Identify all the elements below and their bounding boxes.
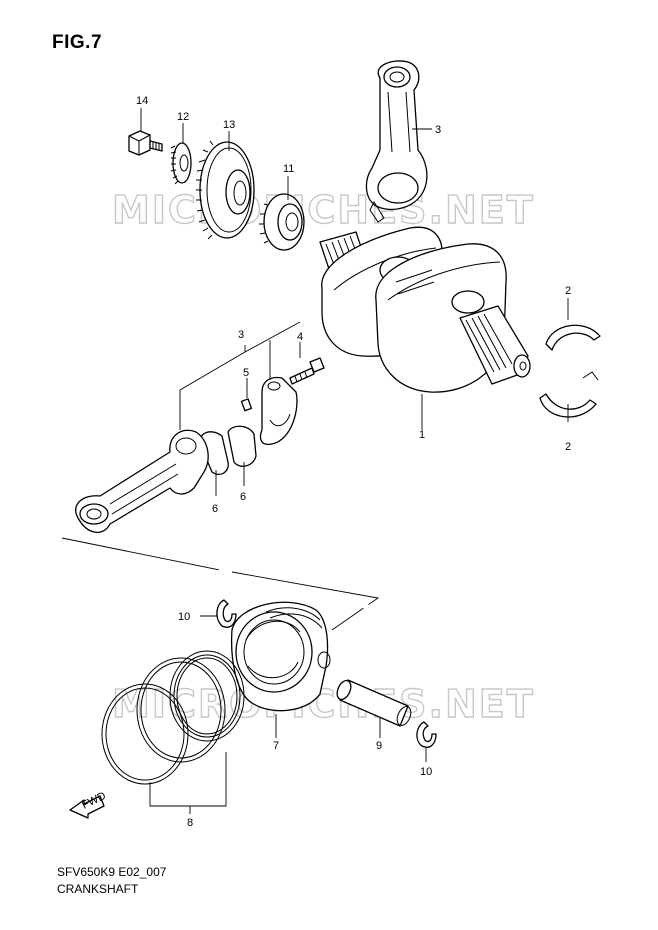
part-13-gear: [196, 140, 255, 240]
part-9-piston-pin: [336, 679, 412, 727]
figure-caption: CRANKSHAFT: [57, 882, 139, 896]
part-12-gear: [170, 142, 192, 185]
fwd-arrow-icon: FWD: [69, 790, 108, 819]
part-14-bolt: [128, 130, 163, 156]
part-6-bearing-right: [227, 425, 257, 467]
part-10-circlip-lower: [416, 721, 437, 748]
callout-9: 9: [376, 740, 382, 752]
part-3-connecting-rod-upper: [365, 60, 428, 223]
callout-8: 8: [187, 817, 193, 829]
part-1-crankshaft: [319, 226, 531, 393]
part-3-connecting-rod-lower: [75, 429, 209, 533]
part-5-pin: [240, 398, 253, 412]
part-2-bearing-lower: [539, 371, 599, 418]
part-4-bolt: [289, 357, 325, 385]
callout-14: 14: [136, 95, 148, 107]
callout-2-lower: 2: [565, 441, 571, 453]
callout-1: 1: [419, 429, 425, 441]
part-2-bearing-upper: [545, 324, 601, 351]
callout-labels: 14 12 13 11 3 2 2 1 3 4 5 6 6 10 10 7 8 …: [136, 95, 571, 829]
callout-2-upper: 2: [565, 285, 571, 297]
part-10-circlip-upper: [216, 599, 237, 628]
part-8-piston-rings: [101, 650, 245, 785]
callout-3-upper: 3: [435, 124, 441, 136]
callout-7: 7: [273, 740, 279, 752]
callout-10-lower: 10: [420, 766, 432, 778]
part-6-bearing-left: [199, 431, 229, 476]
part-11-washer: [259, 193, 305, 251]
leader-lines: [61, 108, 569, 814]
callout-6-left: 6: [212, 503, 218, 515]
callout-11: 11: [283, 163, 294, 175]
callout-5: 5: [243, 367, 249, 379]
callout-3-lower: 3: [238, 329, 244, 341]
callout-13: 13: [223, 119, 235, 131]
callout-12: 12: [177, 111, 189, 123]
callout-10-upper: 10: [178, 611, 190, 623]
watermark-upper: MICROFICHES.NET: [112, 188, 535, 232]
part-7-piston: [230, 601, 331, 712]
part-3-rod-cap: [259, 376, 298, 446]
callout-4: 4: [297, 331, 303, 343]
reference-code: SFV650K9 E02_007: [57, 865, 167, 879]
figure-title: FIG.7: [52, 32, 103, 53]
callout-6-right: 6: [240, 491, 246, 503]
